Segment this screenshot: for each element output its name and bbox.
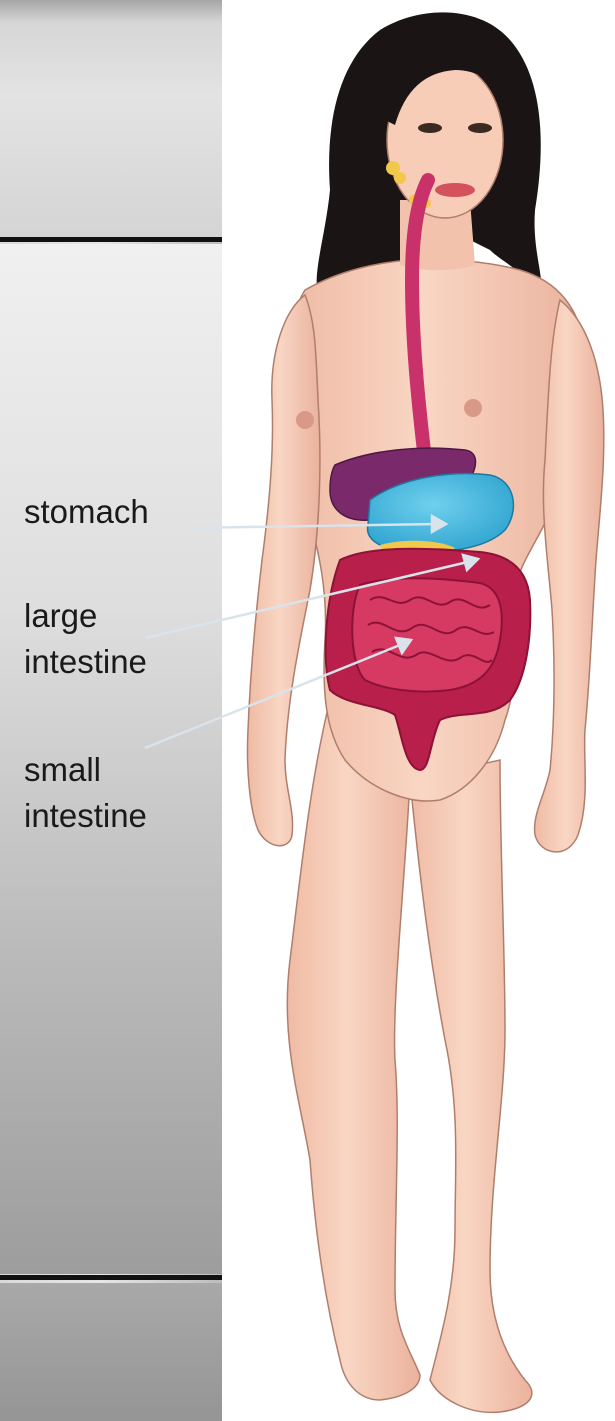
right-eye (468, 123, 492, 133)
left-nipple (296, 411, 314, 429)
large-intestine-label-line1: large (24, 593, 147, 639)
stomach-label-text: stomach (24, 489, 149, 535)
right-nipple (464, 399, 482, 417)
left-arm (247, 295, 319, 846)
small-intestine (352, 578, 502, 691)
left-leg (287, 700, 420, 1400)
small-intestine-label: small intestine (24, 747, 147, 839)
large-intestine-label-line2: intestine (24, 639, 147, 685)
left-eye (418, 123, 442, 133)
small-intestine-label-line2: intestine (24, 793, 147, 839)
lips (435, 183, 475, 197)
large-intestine-label: large intestine (24, 593, 147, 685)
right-leg (410, 760, 532, 1412)
stomach-label: stomach (24, 489, 149, 535)
small-intestine-label-line1: small (24, 747, 147, 793)
